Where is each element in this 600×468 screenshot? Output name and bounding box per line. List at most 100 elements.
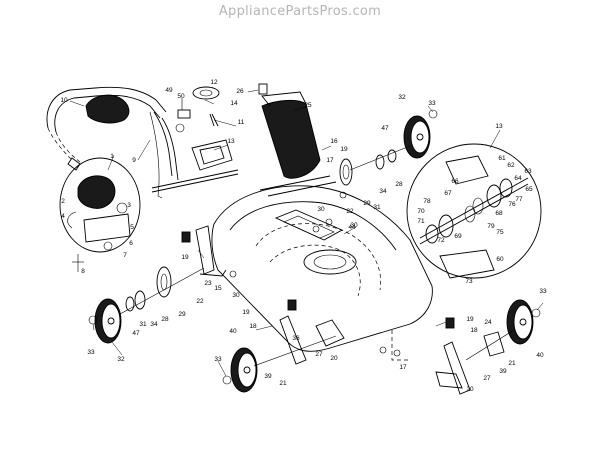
callout-23: 23 [204, 280, 212, 287]
callout-40b: 40 [536, 352, 544, 359]
callout-30a: 30 [317, 206, 325, 213]
callout-19a: 19 [340, 146, 348, 153]
control-module-inset [59, 157, 141, 272]
callout-21b: 21 [508, 360, 516, 367]
callout-16: 16 [330, 138, 338, 145]
callout-9: 9 [132, 157, 136, 164]
callout-47b: 47 [132, 330, 140, 337]
callout-28b: 28 [161, 316, 169, 323]
drive-gear-right [339, 149, 397, 186]
callout-70: 70 [417, 208, 425, 215]
callout-2: 2 [61, 198, 65, 205]
callout-12: 12 [210, 79, 218, 86]
mower-deck [211, 175, 433, 352]
site-watermark: AppliancePartsPros.com [218, 4, 382, 19]
callout-33a: 33 [428, 100, 436, 107]
callout-6: 6 [129, 240, 133, 247]
callout-15: 15 [214, 285, 222, 292]
callout-30b: 30 [350, 222, 358, 229]
callout-19c: 19 [242, 309, 250, 316]
callout-1: 1 [110, 153, 114, 160]
callout-19d: 19 [466, 316, 474, 323]
callout-5: 5 [130, 224, 134, 231]
callout-27b: 27 [483, 375, 491, 382]
callout-18a: 18 [249, 323, 257, 330]
callout-21a: 21 [279, 380, 287, 387]
callout-76: 76 [508, 201, 516, 208]
callout-60: 60 [496, 256, 504, 263]
callout-64: 64 [514, 175, 522, 182]
callout-47a: 47 [381, 125, 389, 132]
callout-67: 67 [444, 190, 452, 197]
callout-4: 4 [61, 213, 65, 220]
callout-31a: 31 [373, 204, 381, 211]
callout-72: 72 [437, 237, 445, 244]
callout-79: 79 [487, 223, 495, 230]
callout-33d: 33 [539, 288, 547, 295]
callout-20a: 20 [330, 355, 338, 362]
callout-62: 62 [507, 162, 515, 169]
callout-44: 44 [348, 224, 356, 231]
callout-65: 65 [525, 186, 533, 193]
callout-66: 66 [451, 178, 459, 185]
callout-17: 17 [326, 157, 334, 164]
rear-wheel-left [94, 298, 122, 344]
handle-grip [85, 94, 130, 124]
callout-29b: 29 [178, 311, 186, 318]
callout-31b: 31 [139, 321, 147, 328]
callout-25: 25 [304, 102, 312, 109]
drive-gear-left [125, 266, 172, 312]
transmission-assembly [151, 86, 239, 193]
callout-78: 78 [423, 198, 431, 205]
callout-34b: 34 [150, 321, 158, 328]
height-adjuster-left [181, 225, 227, 277]
callout-10a: 10 [60, 97, 68, 104]
callout-61: 61 [498, 155, 506, 162]
callout-68: 68 [495, 210, 503, 217]
callout-19b: 19 [181, 254, 189, 261]
throttle-cable [149, 111, 163, 199]
callout-29a: 29 [363, 200, 371, 207]
callout-33b: 33 [87, 349, 95, 356]
callout-77: 77 [515, 196, 523, 203]
height-adjuster-front [279, 299, 345, 365]
height-adjuster-right [435, 317, 505, 395]
callout-22b: 22 [196, 298, 204, 305]
callout-33c: 33 [214, 356, 222, 363]
callout-17b: 17 [399, 364, 407, 371]
callout-14: 14 [230, 100, 238, 107]
callout-40a: 40 [229, 328, 237, 335]
callout-69: 69 [454, 233, 462, 240]
leader-lines [69, 89, 544, 377]
callout-34a: 34 [379, 188, 387, 195]
callout-73: 73 [465, 278, 473, 285]
callout-13a: 13 [227, 138, 235, 145]
callout-75: 75 [496, 229, 504, 236]
callout-labels: 1091234567849501214111326251619172229303… [60, 79, 547, 393]
callout-22a: 22 [346, 208, 354, 215]
callout-7: 7 [123, 252, 127, 259]
callout-63: 63 [524, 168, 532, 175]
callout-50: 50 [177, 93, 185, 100]
callout-30c: 30 [232, 292, 240, 299]
callout-20b: 20 [466, 386, 474, 393]
callout-26: 26 [236, 88, 244, 95]
callout-11: 11 [238, 119, 245, 126]
callout-18b: 18 [470, 327, 478, 334]
callout-13b: 13 [495, 123, 503, 130]
callout-36: 36 [292, 335, 300, 342]
callout-49: 49 [165, 87, 173, 94]
callout-28a: 28 [395, 181, 403, 188]
callout-27a: 27 [315, 351, 323, 358]
callout-39a: 39 [264, 373, 272, 380]
callout-32a: 32 [398, 94, 406, 101]
rear-wheel-right [403, 115, 431, 159]
callout-24: 24 [484, 319, 492, 326]
callout-3: 3 [127, 202, 131, 209]
callout-8: 8 [81, 268, 85, 275]
front-wheel-right [506, 299, 534, 345]
callout-71: 71 [417, 218, 425, 225]
handle-assembly [46, 86, 179, 181]
